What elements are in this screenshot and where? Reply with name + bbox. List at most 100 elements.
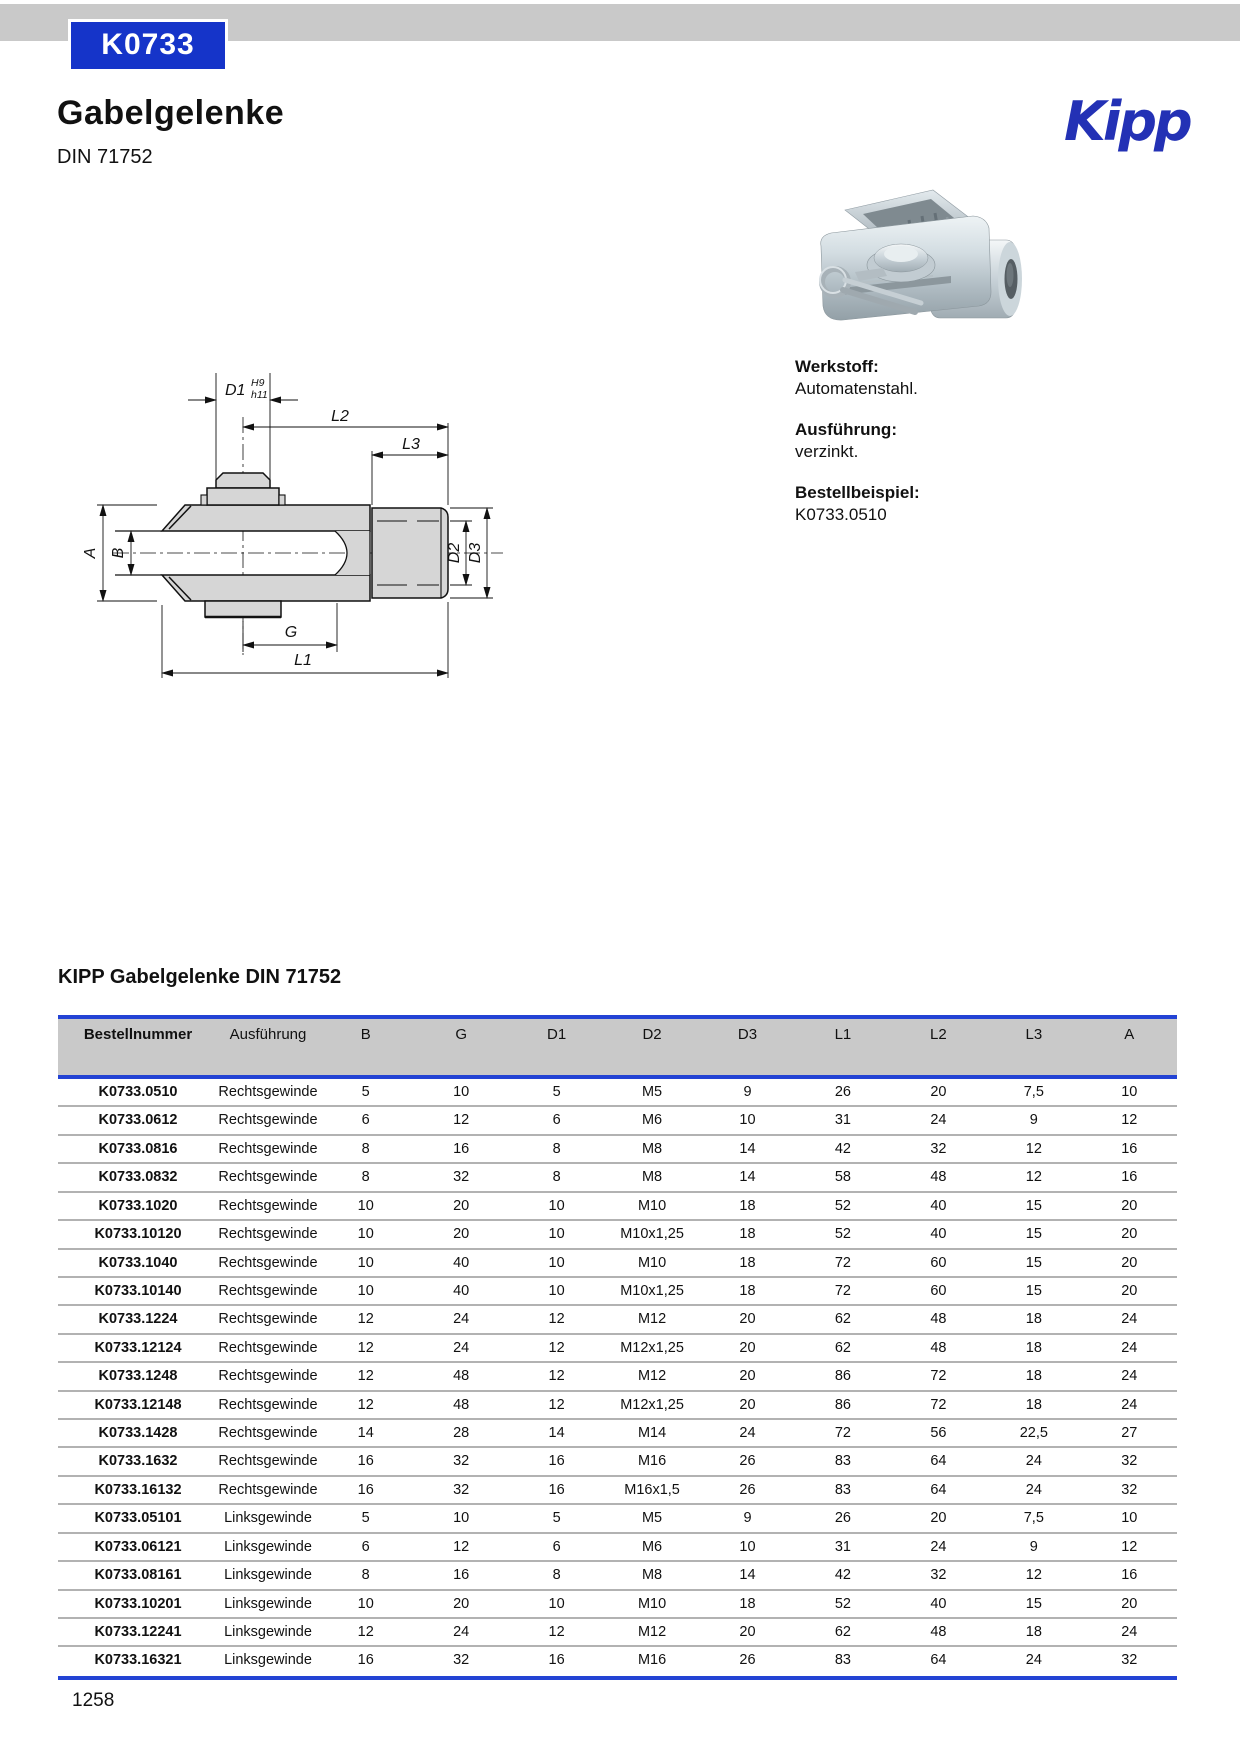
ausfuehrung-value: verzinkt.	[795, 442, 859, 461]
cell-value: 86	[834, 1396, 851, 1413]
cell-value: 8	[361, 1169, 370, 1186]
cell-value: 52	[834, 1226, 851, 1243]
cell-bestellnummer: K0733.10140	[94, 1282, 182, 1299]
cell-value: M10	[637, 1595, 667, 1612]
cell-value: 83	[834, 1652, 851, 1669]
cell-value: 32	[453, 1169, 470, 1186]
cell-value: 16	[548, 1481, 565, 1498]
cell-value: Rechtsgewinde	[218, 1169, 318, 1186]
cell-value: 32	[930, 1567, 947, 1584]
cell-value: 40	[930, 1226, 947, 1243]
cell-value: 12	[548, 1624, 565, 1641]
cell-value: Linksgewinde	[224, 1652, 312, 1669]
cell-value: 72	[834, 1425, 851, 1442]
drawing-label-l2: L2	[331, 408, 349, 425]
cell-value: 42	[834, 1140, 851, 1157]
cell-value: 26	[739, 1652, 756, 1669]
cell-value: 20	[1121, 1197, 1138, 1214]
cell-value: 24	[1025, 1481, 1042, 1498]
cell-value: M12	[637, 1368, 667, 1385]
drawing-label-d2: D2	[446, 543, 463, 564]
cell-value: 32	[930, 1140, 947, 1157]
drawing-label-b: B	[110, 547, 127, 558]
kipp-logo-text: Kipp	[1064, 90, 1191, 153]
cell-value: 5	[552, 1510, 561, 1527]
cell-bestellnummer: K0733.0816	[98, 1140, 178, 1157]
cell-value: 16	[548, 1453, 565, 1470]
cell-value: 9	[743, 1510, 752, 1527]
cell-value: 16	[1121, 1140, 1138, 1157]
cell-value: 12	[453, 1538, 470, 1555]
cell-value: 31	[834, 1112, 851, 1129]
cell-value: 8	[552, 1169, 561, 1186]
cell-value: 52	[834, 1197, 851, 1214]
cell-value: 12	[357, 1396, 374, 1413]
drawing-label-d1-tol-upper: H9	[251, 377, 265, 389]
cell-value: 20	[1121, 1254, 1138, 1271]
cell-value: 40	[453, 1282, 470, 1299]
standard-label: DIN 71752	[57, 146, 153, 168]
cell-value: 10	[453, 1510, 470, 1527]
cell-value: 16	[357, 1481, 374, 1498]
cell-value: 8	[552, 1567, 561, 1584]
cell-value: 32	[1121, 1453, 1138, 1470]
cell-value: 9	[1029, 1112, 1038, 1129]
cell-value: 12	[1025, 1140, 1042, 1157]
drawing-label-d1-tol-lower: h11	[251, 389, 268, 401]
cell-value: 24	[930, 1538, 947, 1555]
cell-value: 10	[739, 1538, 756, 1555]
cell-value: 10	[548, 1595, 565, 1612]
cell-bestellnummer: K0733.1040	[98, 1254, 178, 1271]
cell-value: 14	[357, 1425, 374, 1442]
cell-value: 6	[361, 1538, 370, 1555]
cell-value: M10	[637, 1197, 667, 1214]
cell-bestellnummer: K0733.1020	[98, 1197, 178, 1214]
cell-value: 15	[1025, 1595, 1042, 1612]
cell-value: 20	[1121, 1226, 1138, 1243]
cell-value: 22,5	[1019, 1425, 1048, 1442]
cell-value: 24	[1121, 1624, 1138, 1641]
cell-value: Rechtsgewinde	[218, 1226, 318, 1243]
cell-value: M12	[637, 1311, 667, 1328]
product-photo	[819, 189, 1022, 321]
cell-value: 9	[743, 1084, 752, 1100]
cell-value: 40	[453, 1254, 470, 1271]
cell-value: 20	[453, 1197, 470, 1214]
cell-value: 12	[357, 1311, 374, 1328]
cell-value: 12	[357, 1339, 374, 1356]
cell-value: 72	[930, 1368, 947, 1385]
column-header: Ausführung	[229, 1026, 307, 1043]
cell-value: 12	[1025, 1567, 1042, 1584]
cell-bestellnummer: K0733.12148	[94, 1396, 182, 1413]
cell-value: 24	[453, 1339, 470, 1356]
cell-value: 20	[930, 1084, 947, 1100]
cell-value: Rechtsgewinde	[218, 1140, 318, 1157]
column-header: L2	[930, 1026, 947, 1043]
cell-value: M12	[637, 1624, 667, 1641]
cell-value: 12	[357, 1368, 374, 1385]
cell-value: M6	[641, 1538, 663, 1555]
cell-value: 14	[739, 1169, 756, 1186]
cell-value: 32	[453, 1481, 470, 1498]
cell-value: 62	[834, 1311, 851, 1328]
drawing-fork	[160, 504, 371, 602]
cell-value: Rechtsgewinde	[218, 1396, 318, 1413]
column-header: Bestellnummer	[83, 1026, 193, 1043]
cell-value: 20	[739, 1396, 756, 1413]
werkstoff-value: Automatenstahl.	[795, 379, 918, 398]
cell-bestellnummer: K0733.1224	[98, 1311, 178, 1328]
cell-value: 8	[361, 1567, 370, 1584]
cell-value: 20	[453, 1595, 470, 1612]
cell-value: 16	[1121, 1567, 1138, 1584]
cell-value: 28	[453, 1425, 470, 1442]
cell-value: 14	[548, 1425, 565, 1442]
cell-value: 18	[1025, 1396, 1042, 1413]
cell-value: 10	[548, 1226, 565, 1243]
photo-cotter-pin	[819, 266, 924, 315]
cell-value: 20	[739, 1339, 756, 1356]
cell-value: 14	[739, 1140, 756, 1157]
